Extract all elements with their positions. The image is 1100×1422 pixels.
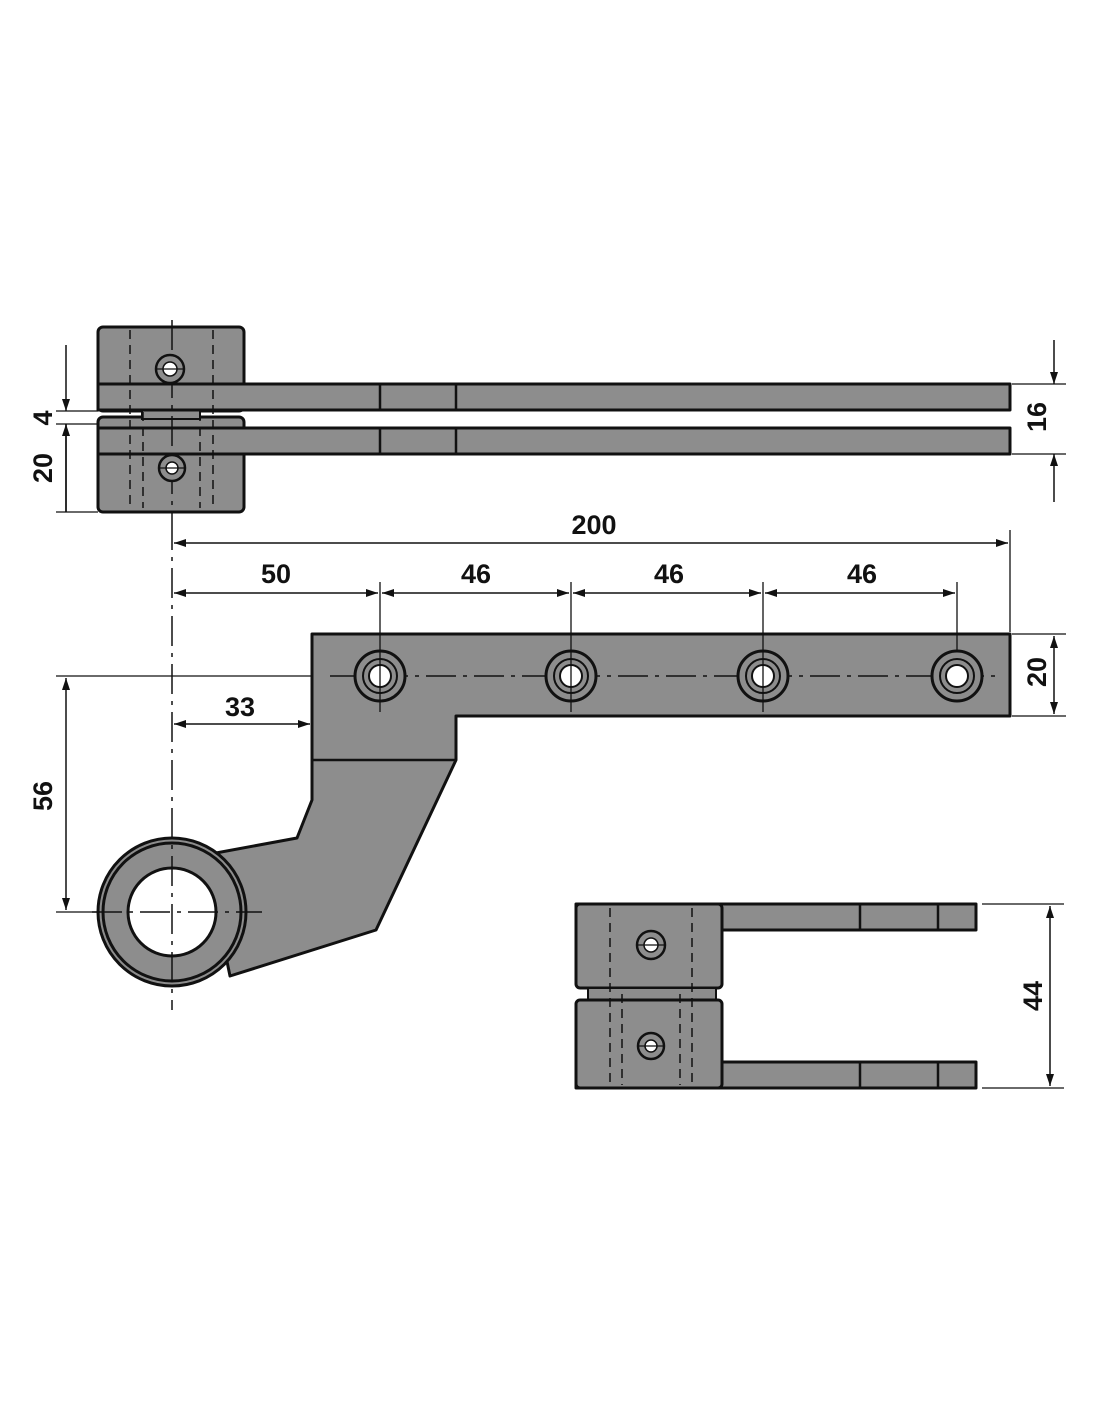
top-plate-lower	[96, 426, 1012, 456]
side-spacer	[587, 987, 717, 1001]
dim-first-hole-label: 50	[261, 559, 291, 589]
top-screw-upper	[154, 353, 186, 385]
dim-height: 56	[28, 675, 312, 913]
top-view	[96, 320, 1012, 520]
pivot-arm	[203, 632, 1012, 978]
side-screw-upper	[635, 929, 667, 961]
mounting-hole	[930, 649, 984, 703]
dim-plate-width: 20	[1012, 633, 1066, 717]
mounting-holes	[353, 649, 984, 703]
dim-offset-label: 33	[225, 692, 255, 722]
dim-hole-pitch-2-label: 46	[654, 559, 684, 589]
dim-plate-width-label: 20	[1022, 657, 1052, 687]
dim-overall-length-label: 200	[571, 510, 616, 540]
dim-gap-label: 4	[28, 410, 58, 425]
front-view	[92, 520, 1012, 1010]
dim-block-height-label: 20	[28, 453, 58, 483]
dim-height-label: 56	[28, 781, 58, 811]
side-screw-lower	[636, 1031, 666, 1061]
dim-offset: 33	[174, 692, 310, 728]
dim-hole-spacing: 50 46 46 46	[174, 559, 958, 712]
dim-overall-length: 200	[174, 510, 1011, 632]
dim-hole-pitch-1-label: 46	[461, 559, 491, 589]
dim-top-left: 4 20	[28, 345, 98, 513]
dim-top-right: 16	[1012, 340, 1066, 502]
dim-hole-pitch-3-label: 46	[847, 559, 877, 589]
side-view	[574, 902, 978, 1090]
dim-plate-thickness-label: 16	[1022, 402, 1052, 432]
dim-side-height-label: 44	[1018, 981, 1048, 1011]
top-plate-upper	[96, 382, 1012, 412]
top-screw-lower	[157, 453, 187, 483]
dim-side-height: 44	[982, 903, 1064, 1089]
